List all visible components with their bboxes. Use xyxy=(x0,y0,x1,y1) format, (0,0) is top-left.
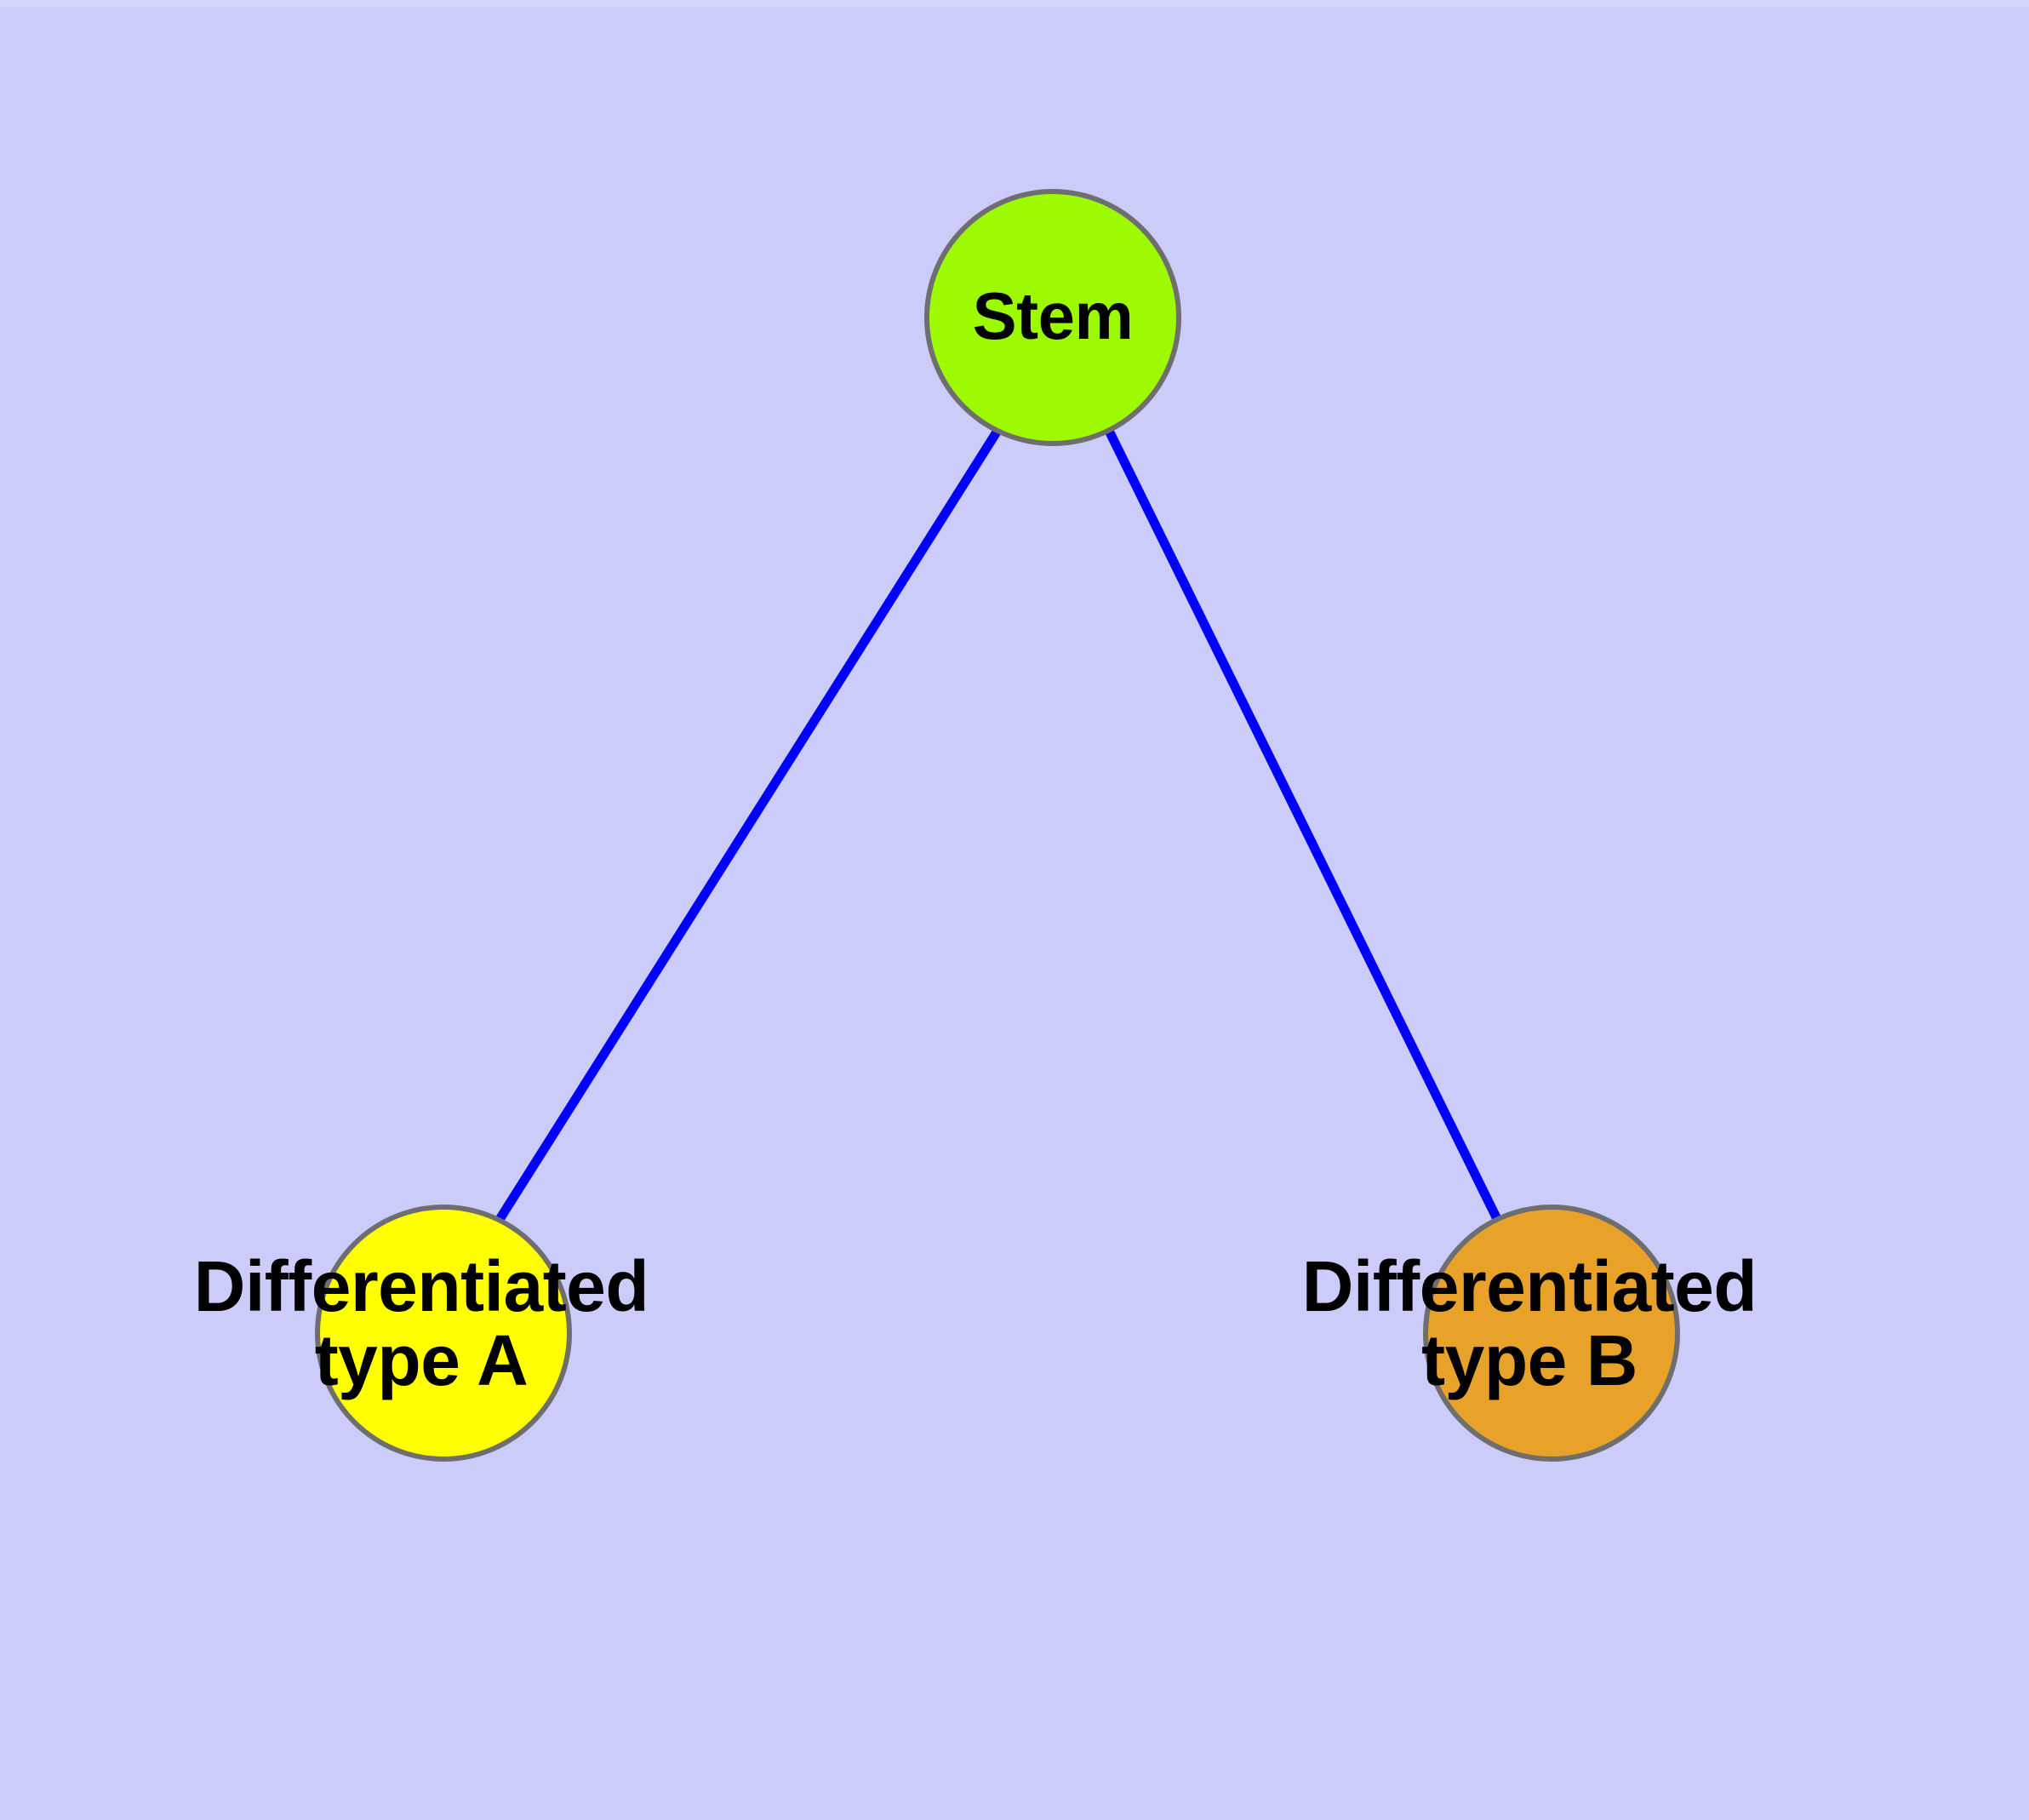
node-stem[interactable] xyxy=(924,189,1181,446)
node-diff-a[interactable] xyxy=(315,1205,572,1462)
nodes-layer xyxy=(315,189,1680,1462)
background-top-strip xyxy=(0,0,2029,7)
edge-stem-to-diff-a[interactable] xyxy=(494,428,1002,1223)
edge-stem-to-diff-b[interactable] xyxy=(1106,430,1502,1223)
edges-layer xyxy=(494,428,1502,1223)
node-diff-b[interactable] xyxy=(1423,1205,1680,1462)
